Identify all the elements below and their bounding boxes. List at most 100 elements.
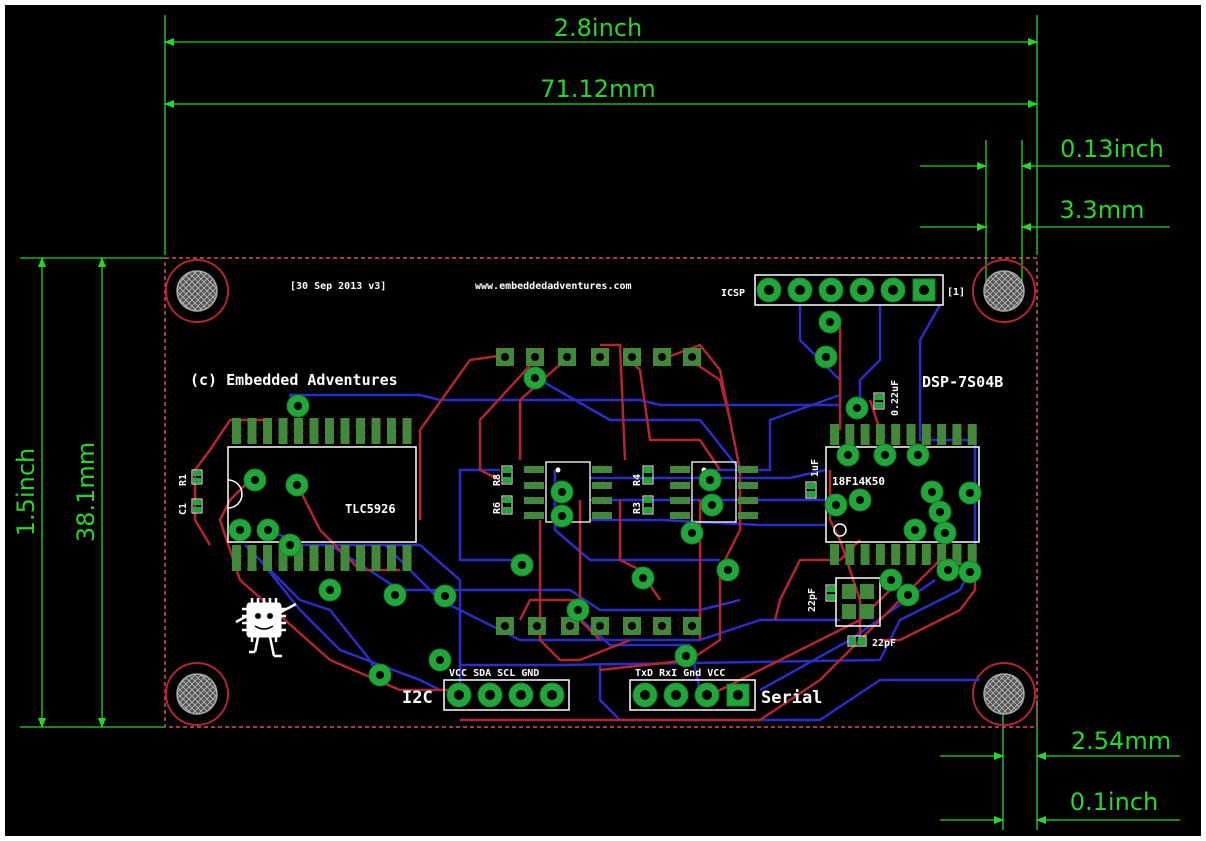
ic-pad (387, 545, 396, 571)
via-drill (856, 496, 864, 504)
pad-drill (531, 353, 539, 361)
mcu-pad (845, 544, 855, 565)
via-drill (251, 476, 259, 484)
via-drill (936, 508, 944, 516)
width-mm-label: 71.12mm (540, 75, 655, 103)
mounting-hole-top-left (165, 259, 229, 323)
soic-chip-right (670, 461, 758, 523)
mcu-pad (845, 424, 855, 445)
mcu-pad (860, 544, 870, 565)
ic-pad (294, 418, 303, 444)
pad-drill (516, 690, 526, 700)
capacitor-c1 (191, 498, 203, 514)
via-drill (944, 566, 952, 574)
pad-drill (658, 622, 666, 630)
mcu-pad (830, 424, 839, 445)
pad-drill (563, 353, 571, 361)
mcu-pad (875, 544, 885, 565)
pad-drill (733, 690, 743, 700)
copyright-label: (c) Embedded Adventures (190, 371, 398, 389)
pad-drill (764, 285, 774, 295)
ic-pad (263, 418, 272, 444)
ic-pad (340, 418, 350, 444)
icsp-pin1-label: [1] (947, 287, 965, 298)
pad-drill (454, 690, 464, 700)
mcu-pad (952, 424, 962, 445)
ic-pad (263, 545, 272, 571)
via-drill (966, 489, 974, 497)
mcu-pad (952, 544, 962, 565)
pad-drill (566, 622, 574, 630)
ic-pad (340, 545, 350, 571)
r1-label: R1 (178, 474, 189, 486)
height-inch-label: 1.5inch (12, 448, 40, 536)
width-inch-label: 2.8inch (554, 14, 642, 42)
via-drill (966, 568, 974, 576)
resistor-r8 (501, 465, 513, 485)
mounting-hole-bottom-right (972, 662, 1036, 726)
ic-pad (309, 418, 319, 444)
ic-pad (309, 545, 319, 571)
via-drill (724, 566, 732, 574)
r3-label: R3 (632, 502, 643, 514)
ic-pad (356, 545, 365, 571)
i2c-header (443, 679, 570, 711)
pad-drill (919, 285, 929, 295)
pad-drill (596, 353, 604, 361)
dimension-lines (20, 15, 1180, 830)
serial-header (629, 679, 756, 711)
icsp-label: ICSP (721, 288, 745, 299)
mcu-pad (937, 544, 947, 565)
pad-drill (547, 690, 557, 700)
mcu-pad (937, 424, 947, 445)
hole-mm-label: 3.3mm (1060, 196, 1145, 224)
cap-1u-label: 1uF (810, 459, 821, 477)
pad-drill (640, 690, 650, 700)
via-drill (708, 501, 716, 509)
product-label: DSP-7S04B (922, 373, 1003, 391)
ic-pad (278, 545, 288, 571)
pad-drill (533, 622, 541, 630)
offset-mm-label: 2.54mm (1071, 727, 1171, 755)
resistor-r3 (642, 495, 654, 515)
via-drill (832, 501, 840, 509)
via-drill (941, 529, 949, 537)
ic-pad (402, 418, 412, 444)
via-drill (264, 526, 272, 534)
resistor-r1 (191, 469, 203, 485)
soic-chip-left (524, 461, 612, 523)
pad-drill (628, 353, 636, 361)
via-drill (639, 574, 647, 582)
hole-inch-label: 0.13inch (1060, 135, 1164, 163)
via-drill (904, 591, 912, 599)
mcu-pad (967, 544, 977, 565)
via-drill (391, 591, 399, 599)
serial-title-label: Serial (761, 688, 822, 708)
pad-drill (888, 285, 898, 295)
pad-drill (826, 285, 836, 295)
cap-22pf-bottom-label: 22pF (872, 638, 896, 649)
via-drill (682, 652, 690, 660)
r6-label: R6 (492, 502, 503, 514)
r8-label: R8 (492, 474, 503, 486)
mcu-pad (875, 424, 885, 445)
mcu-pad (921, 424, 931, 445)
mcu-pad (830, 544, 839, 565)
via-drill (887, 576, 895, 584)
capacitor-1uf (805, 481, 817, 499)
via-drill (914, 451, 922, 459)
ic-mcu-label: 18F14K50 (832, 475, 885, 488)
via-drill (376, 671, 384, 679)
pad-drill (501, 622, 509, 630)
r4-label: R4 (632, 474, 643, 486)
via-drill (911, 526, 919, 534)
resistor-r6 (501, 495, 513, 515)
resistor-r4 (642, 465, 654, 485)
ic-driver-footprint (227, 418, 417, 571)
c1-label: C1 (178, 503, 189, 515)
ic-pad (402, 545, 412, 571)
ic-pad (232, 545, 241, 571)
pad-drill (628, 622, 636, 630)
ic-pad (294, 545, 303, 571)
pad-drill (671, 690, 681, 700)
